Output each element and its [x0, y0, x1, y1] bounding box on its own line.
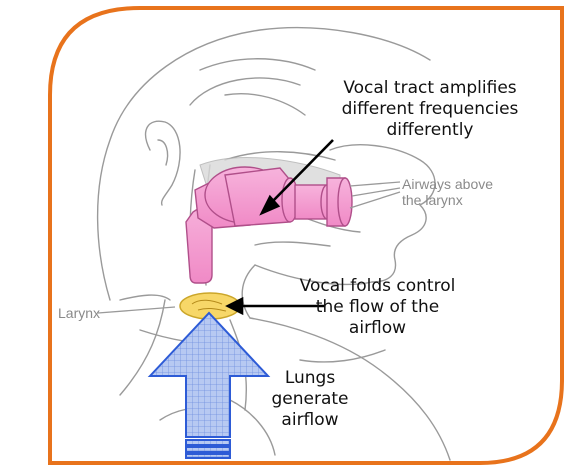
vocal-tract-label-line-3: differently — [330, 120, 530, 141]
lungs-label-line-2: generate — [265, 389, 355, 410]
vocal-tract-tube — [186, 167, 352, 283]
vocal-folds-label: Vocal folds control the flow of the airf… — [290, 276, 465, 339]
vocal-tract-label-line-1: Vocal tract amplifies — [330, 78, 530, 99]
airways-label: Airways above the larynx — [402, 176, 493, 208]
vocal-tract-label: Vocal tract amplifies different frequenc… — [330, 78, 530, 141]
vocal-folds-label-line-3: airflow — [290, 318, 465, 339]
airways-pointers — [350, 182, 400, 208]
vocal-folds-label-line-1: Vocal folds control — [290, 276, 465, 297]
larynx-label: Larynx — [58, 305, 100, 321]
lungs-label-line-3: airflow — [265, 410, 355, 431]
airways-label-line-2: the larynx — [402, 192, 493, 208]
vocal-tract-label-line-2: different frequencies — [330, 99, 530, 120]
airflow-arrow — [150, 313, 268, 458]
airways-label-line-1: Airways above — [402, 176, 493, 192]
lungs-label: Lungs generate airflow — [265, 368, 355, 431]
lungs-label-line-1: Lungs — [265, 368, 355, 389]
vocal-folds-label-line-2: the flow of the — [290, 297, 465, 318]
